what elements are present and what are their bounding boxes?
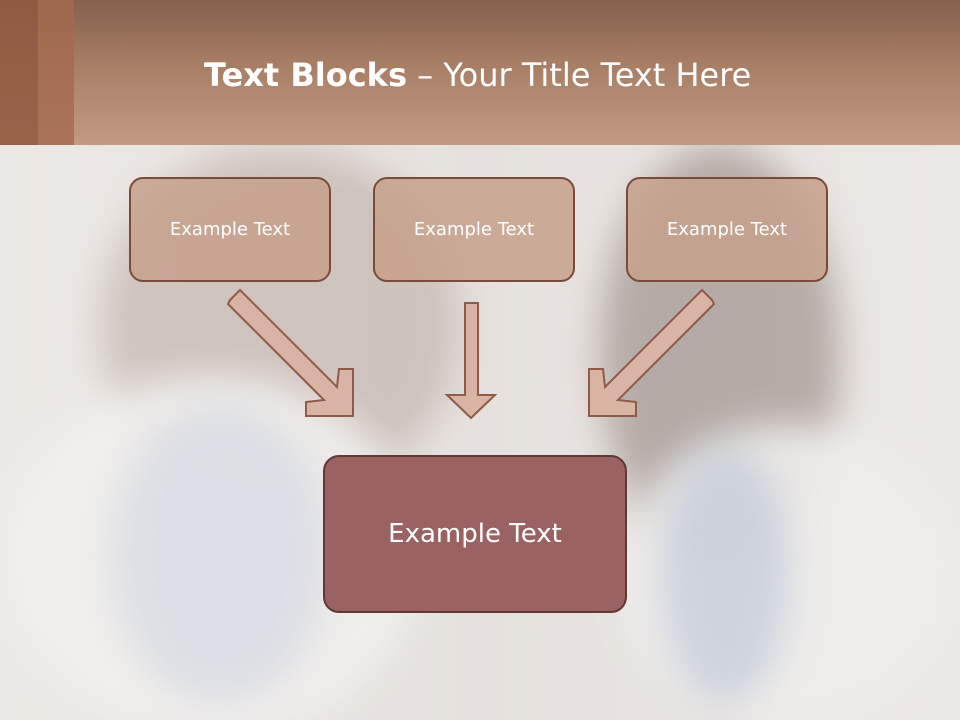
title-rest: Your Title Text Here — [443, 56, 752, 94]
title-bar: Text Blocks – Your Title Text Here — [0, 0, 960, 145]
text-block-3[interactable]: Example Text — [626, 177, 828, 282]
arrow-left — [226, 288, 354, 417]
photo-scrubs-right — [660, 445, 790, 705]
arrow-right — [588, 288, 716, 417]
title-bold: Text Blocks — [204, 56, 407, 94]
text-block-2[interactable]: Example Text — [373, 177, 575, 282]
main-text-block[interactable]: Example Text — [323, 455, 627, 613]
slide-title: Text Blocks – Your Title Text Here — [204, 56, 751, 94]
title-dash: – — [407, 56, 444, 94]
header-stripe — [0, 0, 38, 145]
arrow-center — [444, 302, 498, 420]
header-stripe — [38, 0, 74, 145]
photo-shirt-left — [110, 405, 330, 705]
text-block-1[interactable]: Example Text — [129, 177, 331, 282]
